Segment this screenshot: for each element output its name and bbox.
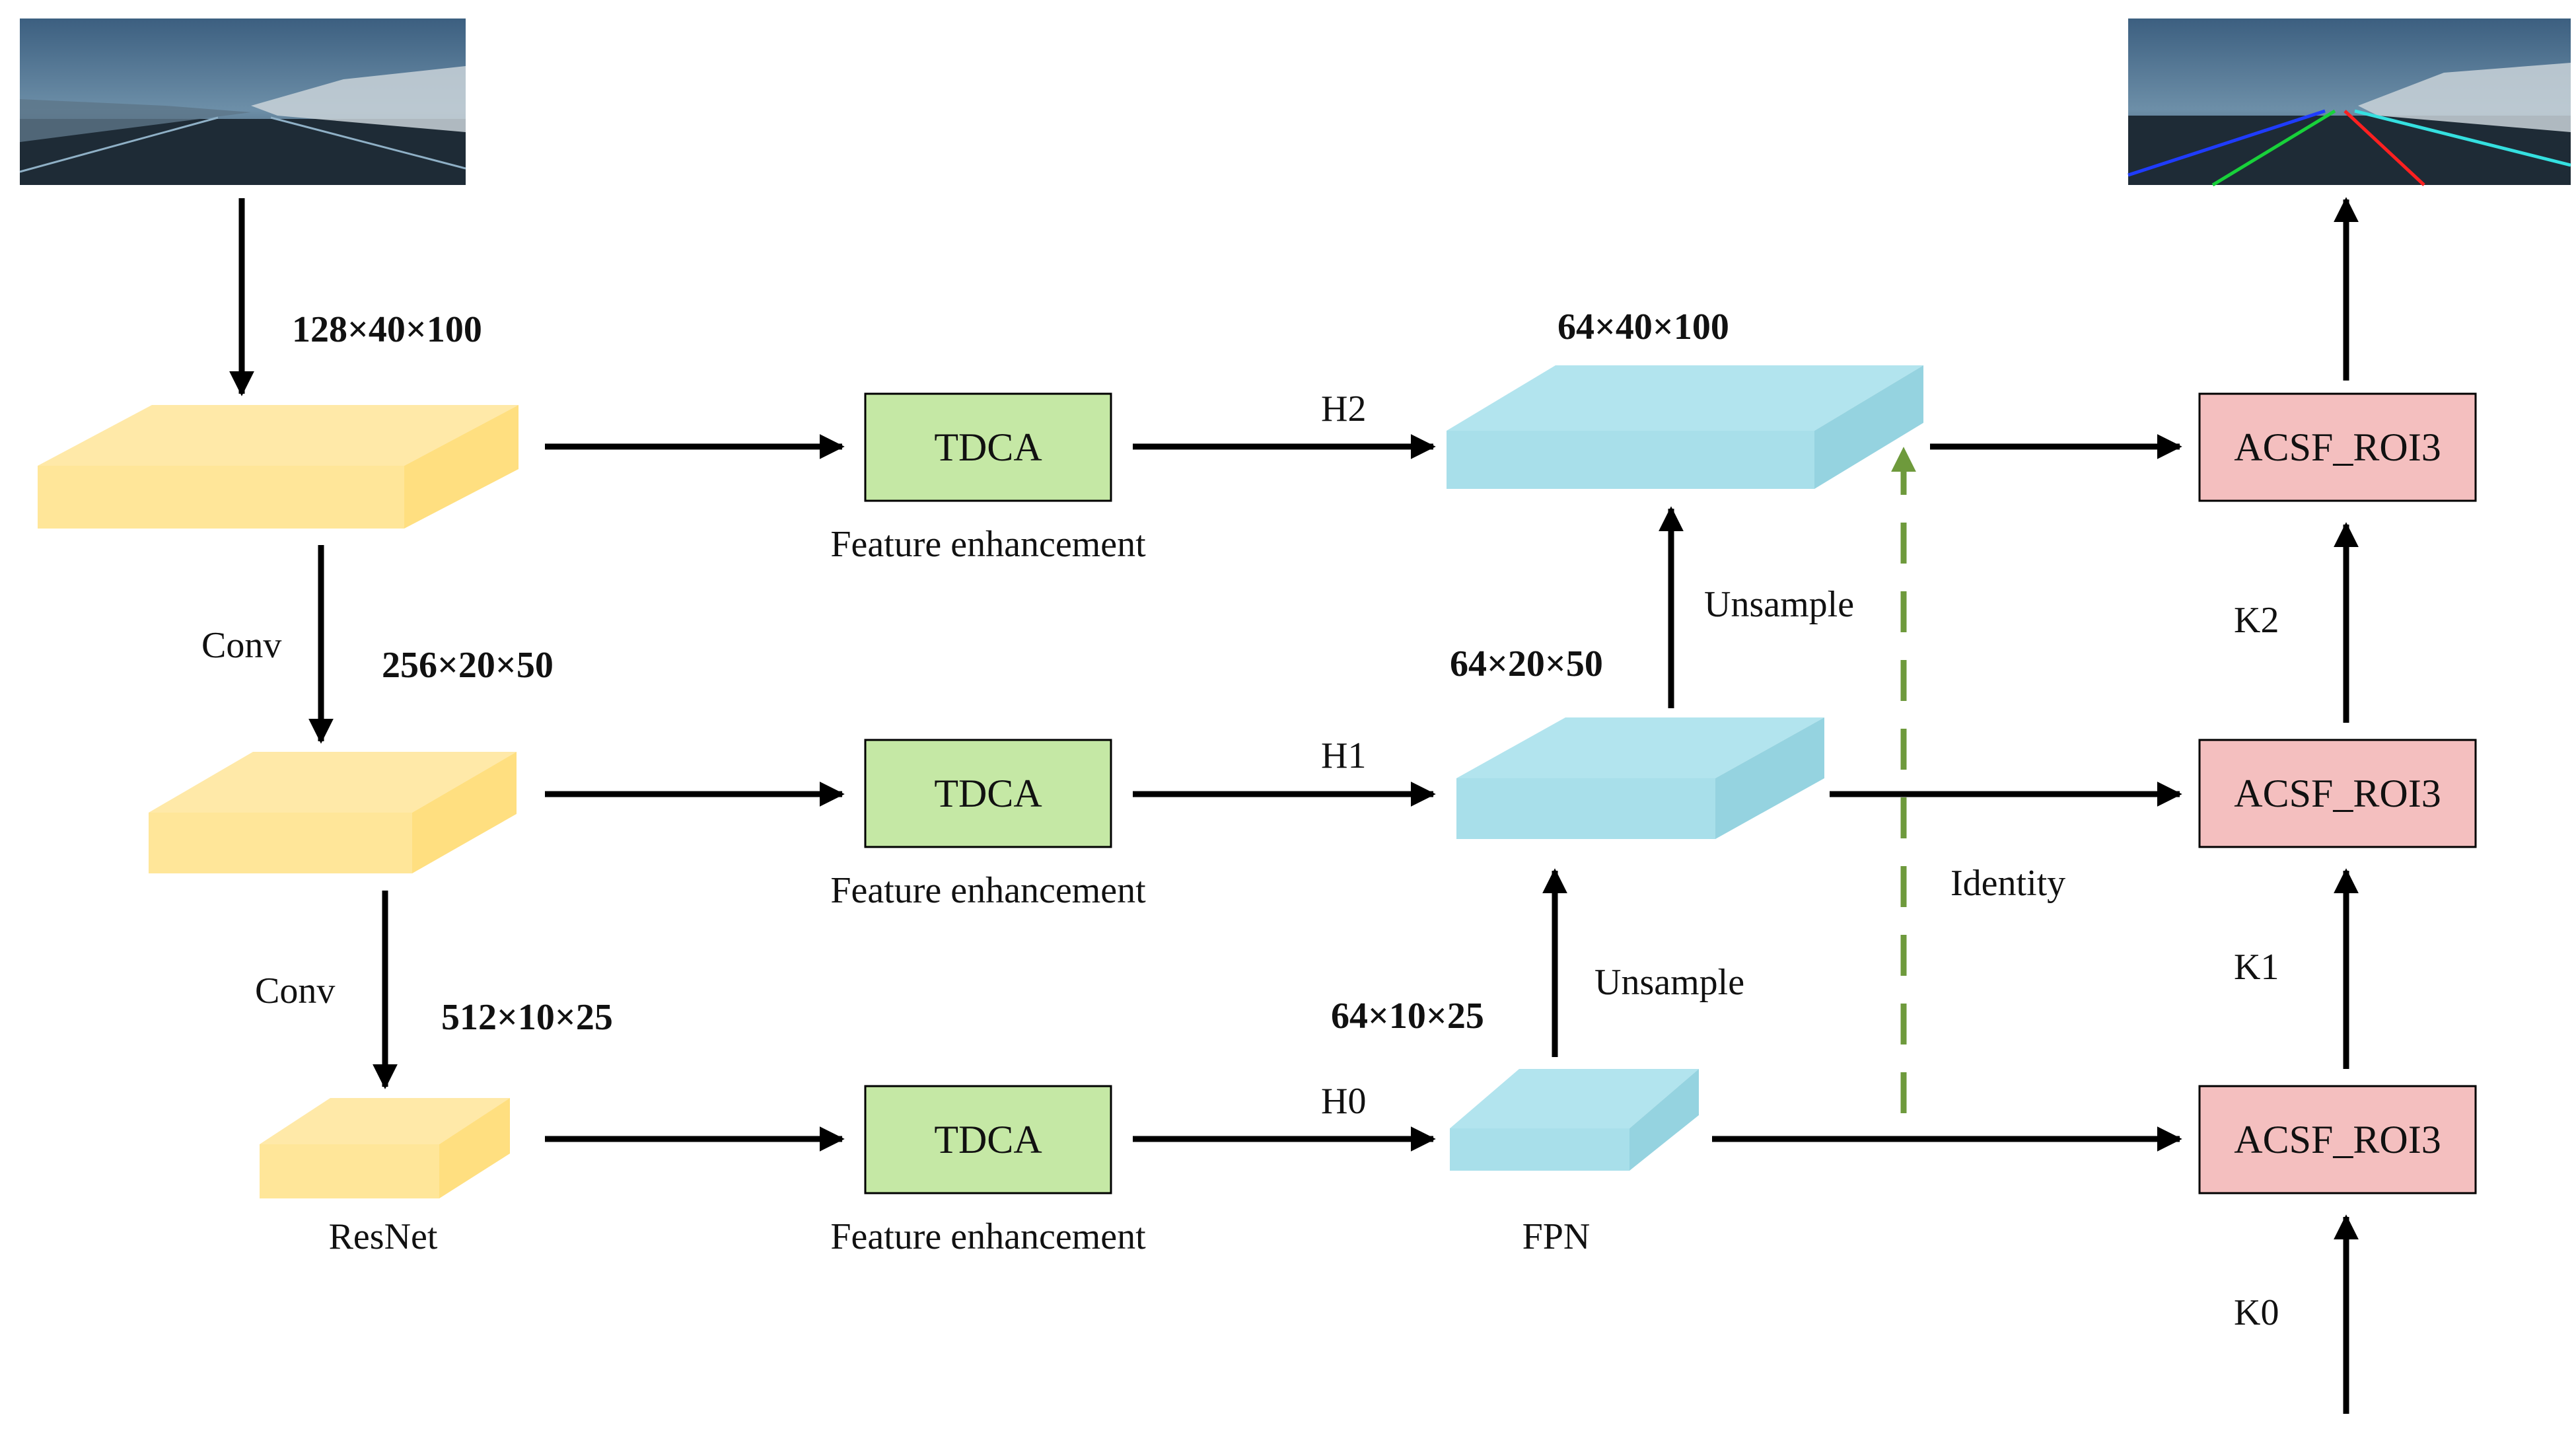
k0-label: K0	[2234, 1292, 2279, 1333]
backbone-dim-3: 512×10×25	[441, 997, 613, 1038]
edge-label-h2: H2	[1321, 388, 1366, 429]
fpn-block-1	[1447, 365, 1923, 489]
tdca-box-3: TDCA	[864, 1085, 1112, 1194]
fpn-dim-2: 64×20×50	[1450, 643, 1603, 684]
lane-detection-output-image	[2128, 18, 2571, 187]
edge-label-h1: H1	[1321, 735, 1366, 776]
fpn-dim-3: 64×10×25	[1331, 996, 1484, 1037]
acsf-box-1: ACSF_ROI3	[2198, 392, 2477, 502]
fpn-block-3	[1450, 1069, 1699, 1171]
backbone-block-1	[38, 405, 519, 529]
backbone-dim-2: 256×20×50	[382, 645, 554, 686]
backbone-dim-1: 128×40×100	[292, 309, 482, 350]
tdca-box-2: TDCA	[864, 739, 1112, 848]
edge-label-h0: H0	[1321, 1081, 1366, 1122]
road-input-image	[19, 18, 466, 185]
k1-label: K1	[2234, 947, 2279, 988]
fpn-dim-1: 64×40×100	[1557, 307, 1729, 348]
arrows	[229, 197, 2359, 1414]
acsf-label: ACSF_ROI3	[2234, 772, 2441, 815]
acsf-box-2: ACSF_ROI3	[2198, 739, 2477, 848]
upsample-label-1: Unsample	[1704, 584, 1854, 625]
feature-enhancement-caption: Feature enhancement	[830, 1216, 1146, 1257]
tdca-label: TDCA	[934, 425, 1042, 469]
conv-label-2: Conv	[255, 971, 335, 1011]
feature-enhancement-caption: Feature enhancement	[830, 870, 1146, 911]
resnet-label: ResNet	[329, 1216, 438, 1257]
backbone-block-3	[260, 1098, 510, 1198]
acsf-box-3: ACSF_ROI3	[2198, 1085, 2477, 1194]
acsf-label: ACSF_ROI3	[2234, 1118, 2441, 1161]
tdca-label: TDCA	[934, 772, 1042, 815]
fpn-label: FPN	[1522, 1216, 1591, 1257]
conv-label-1: Conv	[201, 625, 281, 666]
tdca-box-1: TDCA	[864, 392, 1112, 502]
tdca-label: TDCA	[934, 1118, 1042, 1161]
feature-enhancement-caption: Feature enhancement	[830, 524, 1146, 565]
fpn-block-2	[1456, 717, 1824, 839]
upsample-label-2: Unsample	[1594, 962, 1744, 1003]
backbone-block-2	[149, 752, 517, 873]
acsf-label: ACSF_ROI3	[2234, 425, 2441, 469]
identity-label: Identity	[1950, 863, 2065, 904]
k2-label: K2	[2234, 600, 2279, 641]
